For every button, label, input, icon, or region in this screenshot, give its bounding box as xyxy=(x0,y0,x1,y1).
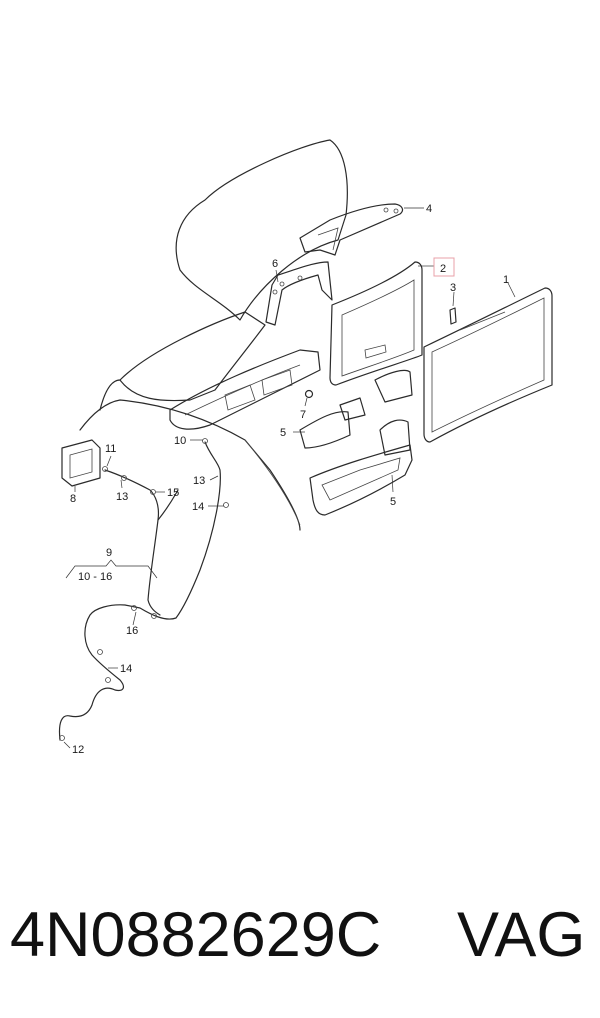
callout-11: 11 xyxy=(105,443,116,455)
exploded-parts-diagram: 1 2 3 4 5 5 6 7 8 9 10 - 16 10 11 12 13 … xyxy=(58,139,553,756)
callout-14-upper: 14 xyxy=(192,501,204,513)
callout-labels: 1 2 3 4 5 5 6 7 8 9 10 - 16 10 11 12 13 … xyxy=(70,203,509,756)
callout-15: 15 xyxy=(167,487,179,499)
leader-lines xyxy=(63,207,434,749)
callout-6: 6 xyxy=(272,258,278,270)
callout-5-lower: 5 xyxy=(390,496,396,508)
brand-caption: VAG xyxy=(457,900,586,970)
screen-panel xyxy=(423,282,553,443)
callout-4: 4 xyxy=(426,203,432,215)
control-module xyxy=(61,439,101,492)
lower-housing xyxy=(299,369,413,516)
screw xyxy=(304,389,314,407)
callout-5-upper: 5 xyxy=(280,427,286,439)
top-trim-cover xyxy=(299,203,404,256)
seat-trim-panel xyxy=(169,349,321,430)
callout-3: 3 xyxy=(450,282,456,294)
part-number-caption: 4N0882629C xyxy=(10,900,382,970)
callout-9-range: 10 - 16 xyxy=(78,571,112,583)
clip xyxy=(449,291,457,325)
display-housing xyxy=(329,261,423,386)
callout-9: 9 xyxy=(106,547,112,559)
callout-13-left: 13 xyxy=(116,491,128,503)
callout-highlight-box xyxy=(433,257,455,277)
wiring-harness xyxy=(58,438,229,741)
callout-14-lower: 14 xyxy=(120,663,132,675)
callout-10: 10 xyxy=(174,435,186,447)
mounting-bracket xyxy=(265,261,333,326)
callout-12: 12 xyxy=(72,744,84,756)
seat-backrest xyxy=(79,139,348,531)
callout-16: 16 xyxy=(126,625,138,637)
callout-1: 1 xyxy=(503,274,509,286)
callout-8: 8 xyxy=(70,493,76,505)
callout-7: 7 xyxy=(300,409,306,421)
callout-13-right: 13 xyxy=(193,475,205,487)
callout-2: 2 xyxy=(440,263,446,275)
